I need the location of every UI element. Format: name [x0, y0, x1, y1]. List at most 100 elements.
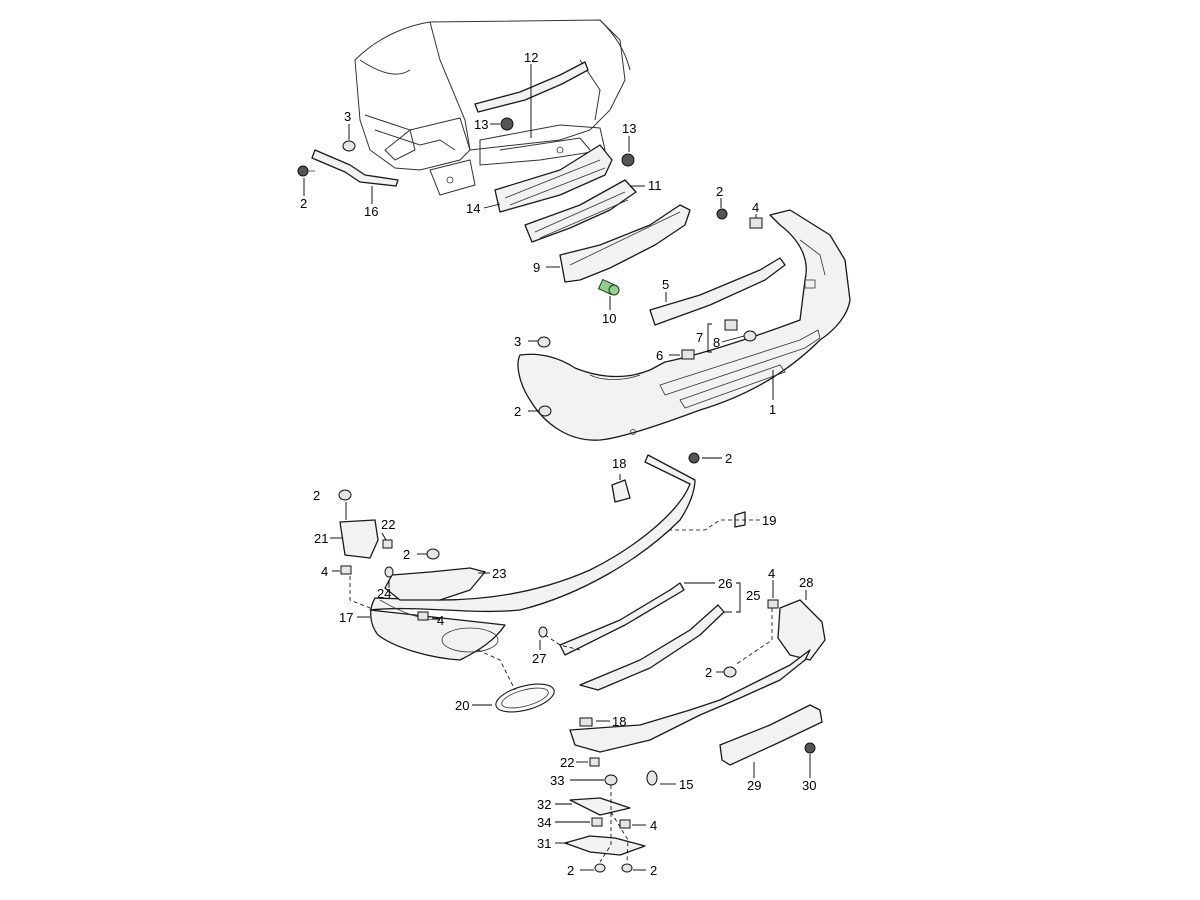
label-part-22-upper: 22	[381, 517, 395, 532]
part-10-bolt	[597, 278, 620, 296]
label-part-2-upper-left: 2	[300, 196, 307, 211]
part-13-clip-right	[621, 153, 635, 167]
part-7-clip	[724, 319, 738, 331]
label-part-10: 10	[602, 311, 616, 326]
part-26-strip	[559, 582, 685, 656]
label-part-4-right: 4	[768, 566, 775, 581]
label-part-2-lower-top: 2	[725, 451, 732, 466]
part-17-lower-trim	[369, 454, 696, 661]
part-24-clip	[384, 566, 394, 578]
label-part-14: 14	[466, 201, 480, 216]
label-part-31: 31	[537, 836, 551, 851]
label-part-18-lower: 18	[612, 714, 626, 729]
part-12-upper-strip	[474, 61, 589, 113]
part-6-clip	[681, 349, 695, 360]
part-33-screw	[604, 774, 618, 786]
part-2-screw-bottom-left	[594, 863, 606, 873]
part-22-nut-lower	[589, 757, 600, 767]
label-part-4-bottom: 4	[650, 818, 657, 833]
label-part-13-right: 13	[622, 121, 636, 136]
label-part-4-left: 4	[321, 564, 328, 579]
part-2-screw-upper-left	[297, 165, 315, 177]
label-part-2-lower-mid: 2	[403, 547, 410, 562]
part-4-nut-right	[767, 599, 779, 609]
label-part-3-upper: 3	[344, 109, 351, 124]
part-25-carrier	[579, 604, 725, 691]
lower-diffuser-panel	[569, 649, 811, 753]
part-1-bumper-cover	[517, 209, 851, 441]
label-part-4-mid: 4	[437, 613, 444, 628]
part-2-screw-middle-left	[538, 405, 552, 417]
part-15-clip	[646, 770, 658, 786]
part-13-clip-left	[500, 117, 514, 131]
part-23-guide-bracket	[384, 567, 486, 601]
part-9-carrier	[559, 204, 691, 283]
label-part-2-upper-right: 2	[716, 184, 723, 199]
leader-lines	[303, 64, 811, 871]
label-part-15: 15	[679, 777, 693, 792]
label-part-22-lower: 22	[560, 755, 574, 770]
label-part-30: 30	[802, 778, 816, 793]
label-part-2-right: 2	[705, 665, 712, 680]
part-5-cover-strip	[649, 257, 786, 326]
label-part-23: 23	[492, 566, 506, 581]
label-part-11: 11	[648, 178, 662, 193]
part-28-side-cover	[777, 599, 826, 661]
part-21-side-bracket	[339, 519, 379, 559]
label-part-17: 17	[339, 610, 353, 625]
label-part-21: 21	[314, 531, 328, 546]
label-part-13-left: 13	[474, 117, 488, 132]
part-2-screw-right	[723, 666, 737, 678]
part-4-nut-upper	[749, 217, 763, 229]
part-3-clip-upper	[342, 140, 356, 152]
label-part-2-middle-left: 2	[514, 404, 521, 419]
label-part-32: 32	[537, 797, 551, 812]
label-part-25: 25	[746, 588, 760, 603]
label-part-12: 12	[524, 50, 538, 65]
part-19-clip	[734, 511, 746, 528]
label-part-19: 19	[762, 513, 776, 528]
label-part-6: 6	[656, 348, 663, 363]
part-32-plate	[569, 797, 631, 816]
part-2-screw-bottom-right	[621, 863, 633, 873]
part-4-nut-left	[340, 565, 352, 575]
label-part-20: 20	[455, 698, 469, 713]
part-4-nut-mid	[417, 611, 429, 621]
label-part-18-upper: 18	[612, 456, 626, 471]
part-29-bracket	[719, 704, 823, 766]
label-part-2-lower-left: 2	[313, 488, 320, 503]
part-2-screw-lower-left	[338, 489, 352, 501]
label-part-9: 9	[533, 260, 540, 275]
part-34-nut	[591, 817, 603, 827]
label-part-4-upper: 4	[752, 200, 759, 215]
part-2-screw-lower-mid	[426, 548, 440, 560]
part-3-clip-middle	[537, 336, 551, 348]
label-part-16: 16	[364, 204, 378, 219]
part-27-clip	[538, 626, 548, 638]
part-20-trim-ring	[495, 683, 555, 713]
label-part-26: 26	[718, 576, 732, 591]
label-part-8: 8	[713, 335, 720, 350]
part-2-screw-upper-right	[716, 208, 728, 220]
callout-labels: 12 13 13 3 2 16 14 11 2 4 9 5 10 3 7 8 6…	[300, 50, 816, 878]
label-part-7: 7	[696, 330, 703, 345]
part-4-nut-bottom	[619, 819, 631, 829]
label-part-5: 5	[662, 277, 669, 292]
label-part-1: 1	[769, 402, 776, 417]
label-part-2-bottom-right: 2	[650, 863, 657, 878]
label-part-2-bottom-left: 2	[567, 863, 574, 878]
part-16-side-guide	[311, 149, 399, 187]
label-part-29: 29	[747, 778, 761, 793]
part-18-bracket-upper	[611, 479, 631, 503]
part-31-plate	[564, 835, 646, 856]
part-18-bracket-lower	[579, 717, 593, 727]
part-8-plug	[743, 330, 757, 342]
label-part-27: 27	[532, 651, 546, 666]
part-30-bolt	[804, 742, 816, 754]
label-part-33: 33	[550, 773, 564, 788]
label-part-24: 24	[377, 586, 391, 601]
part-11-bracket	[524, 179, 637, 243]
label-part-3-middle: 3	[514, 334, 521, 349]
